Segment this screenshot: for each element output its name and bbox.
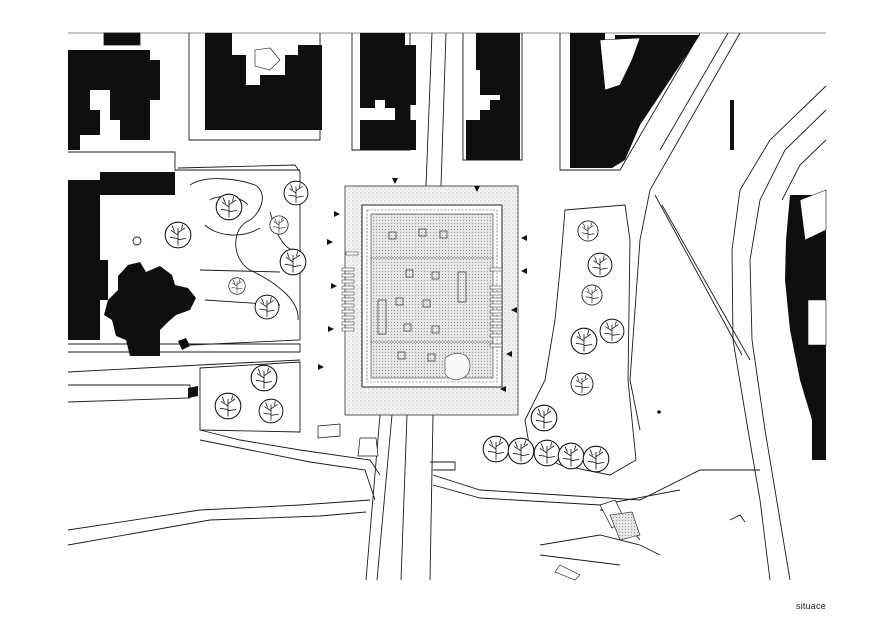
tree-icon bbox=[507, 437, 535, 465]
church-building bbox=[104, 262, 196, 356]
tree-icon bbox=[587, 252, 613, 278]
tree-icon bbox=[570, 372, 594, 396]
tree-icon bbox=[577, 220, 599, 242]
plan-caption: situace bbox=[796, 601, 826, 611]
entrance-arrow-icon bbox=[521, 268, 527, 274]
tree-icon bbox=[258, 398, 284, 424]
entrance-arrow-icon bbox=[521, 235, 527, 241]
tree-icon bbox=[269, 215, 289, 235]
entrance-arrow-icon bbox=[511, 307, 517, 313]
entrance-arrow-icon bbox=[500, 386, 506, 392]
entrance-arrow-icon bbox=[474, 186, 480, 192]
tree-icon bbox=[215, 193, 243, 221]
central-plaza bbox=[344, 185, 519, 416]
buildings bbox=[68, 32, 827, 460]
building-block-north-3 bbox=[466, 33, 520, 160]
tree-icon bbox=[530, 404, 558, 432]
entrance-arrow-icon bbox=[334, 211, 340, 217]
tree-icon bbox=[582, 445, 610, 473]
map-details bbox=[188, 100, 734, 581]
entrance-arrow-icon bbox=[327, 239, 333, 245]
park-east bbox=[524, 204, 661, 476]
street-lines bbox=[67, 32, 827, 581]
entrance-arrows bbox=[318, 178, 527, 392]
tree-icon bbox=[557, 442, 585, 470]
entrance-arrow-icon bbox=[318, 364, 324, 370]
tree-icon bbox=[214, 392, 242, 420]
building-block-north-2 bbox=[360, 33, 416, 120]
tree-icon bbox=[482, 435, 510, 463]
park-southwest bbox=[199, 361, 301, 433]
tree-icon bbox=[228, 277, 246, 295]
tree-icon bbox=[533, 439, 561, 467]
bench-icon bbox=[489, 267, 503, 348]
entrance-arrow-icon bbox=[328, 326, 334, 332]
entrance-arrow-icon bbox=[331, 283, 337, 289]
tree-icon bbox=[279, 248, 307, 276]
building-block-northeast bbox=[570, 33, 700, 168]
tree-icon bbox=[164, 221, 192, 249]
building-block-northwest bbox=[68, 50, 160, 150]
tree-icon bbox=[570, 327, 598, 355]
tree-icon bbox=[250, 364, 278, 392]
entrance-arrow-icon bbox=[506, 351, 512, 357]
tree-icon bbox=[599, 318, 625, 344]
entrance-arrow-icon bbox=[392, 178, 398, 184]
tree-icon bbox=[581, 284, 603, 306]
bench-icon bbox=[341, 251, 359, 332]
building-complex-west bbox=[68, 172, 175, 340]
building-block-north-1 bbox=[205, 33, 322, 130]
building-block-east bbox=[785, 195, 826, 460]
tree-icon bbox=[283, 180, 309, 206]
tree-icon bbox=[254, 294, 280, 320]
benches bbox=[341, 251, 503, 348]
